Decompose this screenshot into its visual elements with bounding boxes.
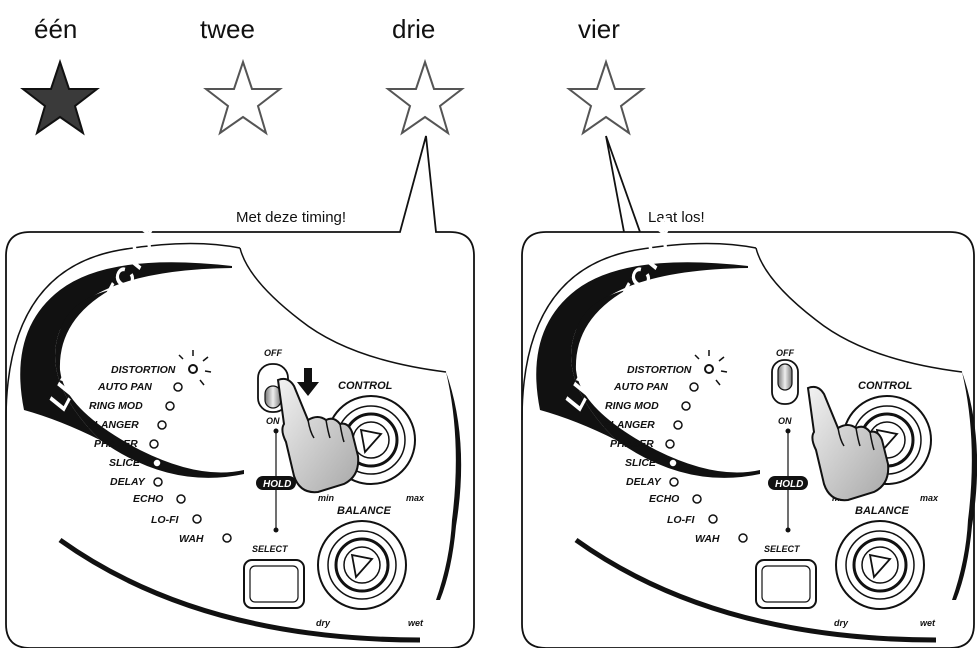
effect-label: DISTORTION (627, 364, 692, 376)
effect-label: LO-FI (151, 514, 179, 526)
select-label: SELECT (252, 544, 289, 554)
control-min-label: min (318, 493, 335, 503)
control-label: CONTROL (338, 380, 393, 392)
callout-text: Met deze timing! (236, 209, 346, 226)
count-1: één (34, 14, 77, 44)
beat-star-1-icon (20, 58, 100, 136)
led-icon (153, 477, 163, 487)
effect-label: PHASER (610, 438, 654, 450)
effect-list: DISTORTION AUTO PAN RING MOD FLANGER PHA… (88, 364, 204, 545)
effect-leds (149, 350, 232, 543)
control-label: CONTROL (858, 380, 913, 392)
effect-label: FLANGER (604, 419, 655, 431)
led-icon (689, 382, 699, 392)
effect-label: RING MOD (89, 400, 143, 412)
effect-label: AUTO PAN (97, 381, 152, 393)
led-icon (152, 458, 162, 468)
led-icon (668, 458, 678, 468)
beat-star-3-icon (385, 58, 465, 136)
led-icon (669, 477, 679, 487)
effect-label: WAH (179, 533, 204, 545)
effect-label: ECHO (133, 493, 163, 505)
switch-on-label: ON (778, 416, 792, 426)
balance-max-label: wet (408, 618, 424, 628)
led-icon (673, 420, 683, 430)
led-icon (157, 420, 167, 430)
select-button[interactable] (755, 559, 817, 609)
switch-on-label: ON (266, 416, 280, 426)
effect-label: SLICE (625, 457, 657, 469)
effect-label: PHASER (94, 438, 138, 450)
effect-label: DISTORTION (111, 364, 176, 376)
balance-min-label: dry (316, 618, 331, 628)
led-icon (165, 401, 175, 411)
down-arrow-icon (297, 368, 319, 396)
hold-label: HOLD (775, 479, 803, 490)
select-button[interactable] (243, 559, 305, 609)
count-3: drie (392, 14, 435, 44)
led-icon (173, 382, 183, 392)
effect-label: FLANGER (88, 419, 139, 431)
beat-star-2-icon (203, 58, 283, 136)
control-max-label: max (920, 493, 939, 503)
select-label: SELECT (764, 544, 801, 554)
hold-badge (256, 476, 296, 490)
effect-leds (665, 350, 748, 543)
led-glow-icon (178, 350, 212, 386)
effect-label: SLICE (109, 457, 141, 469)
led-glow-icon (694, 350, 728, 386)
effect-label: DELAY (110, 476, 146, 488)
led-icon (192, 514, 202, 524)
led-icon (149, 439, 159, 449)
balance-label: BALANCE (855, 505, 909, 517)
effect-label: RING MOD (605, 400, 659, 412)
callout-text: Laat los! (648, 209, 705, 226)
count-2: twee (200, 14, 255, 44)
led-icon (176, 494, 186, 504)
balance-min-label: dry (834, 618, 849, 628)
switch-off-label: OFF (776, 348, 794, 358)
effect-label: LO-FI (667, 514, 695, 526)
control-max-label: max (406, 493, 425, 503)
panel-right: Laat los! LIVE EFFECTOR DISTORTION AUTO … (522, 135, 977, 648)
beat-star-4-icon (566, 58, 646, 136)
effect-list: DISTORTION AUTO PAN RING MOD FLANGER PHA… (604, 364, 720, 545)
balance-max-label: wet (920, 618, 936, 628)
balance-knob[interactable] (316, 519, 408, 611)
effect-label: AUTO PAN (613, 381, 668, 393)
effect-label: ECHO (649, 493, 679, 505)
hold-badge (768, 476, 808, 490)
balance-label: BALANCE (337, 505, 391, 517)
switch-lever[interactable] (777, 363, 793, 391)
effect-label: WAH (695, 533, 720, 545)
hold-label: HOLD (263, 479, 291, 490)
led-icon (222, 533, 232, 543)
balance-knob[interactable] (834, 519, 926, 611)
led-icon (681, 401, 691, 411)
led-icon (665, 439, 675, 449)
count-4: vier (578, 14, 620, 44)
led-icon (708, 514, 718, 524)
led-icon (738, 533, 748, 543)
panel-left: Met deze timing! LIVE EFFECTOR DISTORTIO… (6, 135, 475, 648)
effect-label: DELAY (626, 476, 662, 488)
switch-off-label: OFF (264, 348, 282, 358)
led-icon (692, 494, 702, 504)
